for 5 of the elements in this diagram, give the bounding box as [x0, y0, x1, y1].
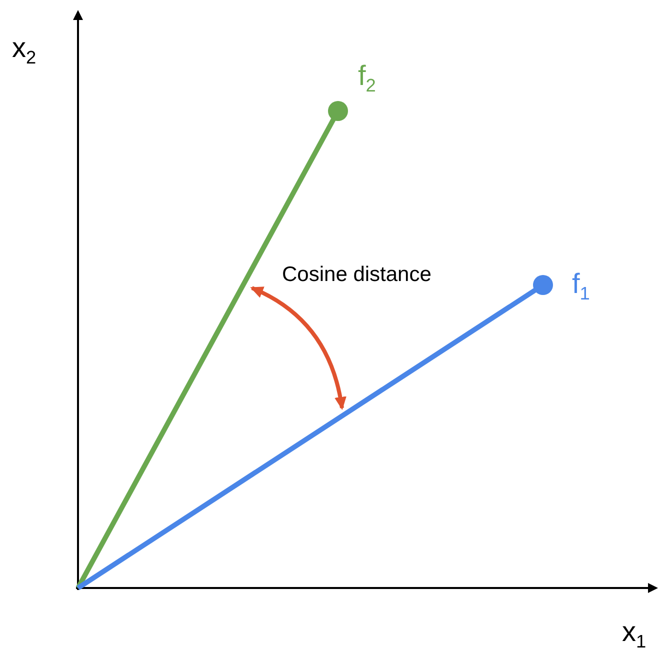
vector-label: f$_{1}$ [572, 270, 590, 303]
axis-label: x$_{2}$ [12, 34, 36, 67]
angle-label: Cosine distance [282, 264, 432, 285]
vector-label: f$_{2}$ [358, 62, 376, 95]
axis-label: x$_{1}$ [622, 618, 646, 651]
